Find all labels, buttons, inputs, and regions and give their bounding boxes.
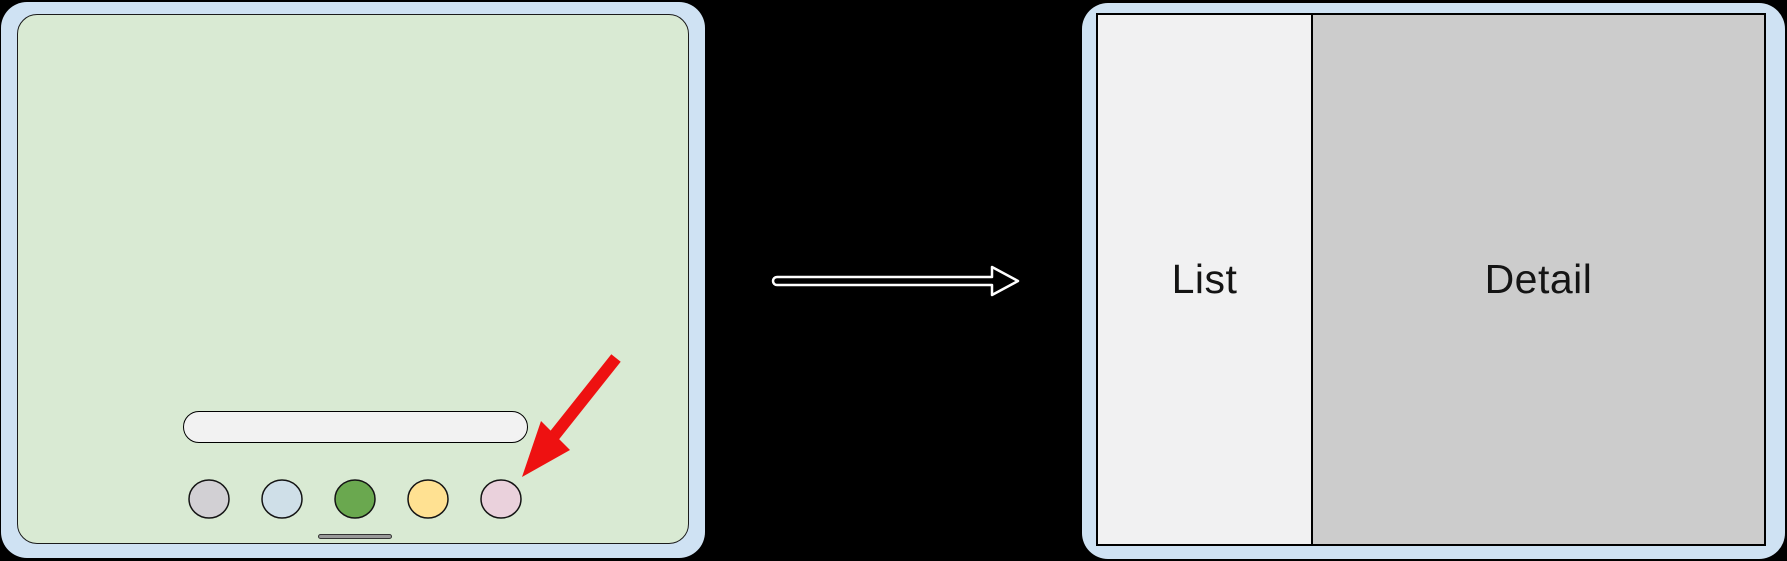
compact-device-frame	[1, 2, 705, 558]
list-pane-label: List	[1171, 256, 1238, 302]
transition-arrow-icon	[771, 265, 1020, 297]
detail-pane-label: Detail	[1484, 256, 1593, 302]
detail-pane: Detail	[1313, 15, 1764, 544]
app-icon-pink[interactable]	[480, 479, 522, 519]
dock	[188, 479, 522, 519]
compact-home-screen	[17, 14, 689, 544]
app-icon-yellow[interactable]	[407, 479, 449, 519]
home-indicator[interactable]	[318, 534, 392, 539]
list-pane: List	[1098, 15, 1313, 544]
expanded-device-frame: List Detail	[1082, 3, 1785, 559]
expanded-screen: List Detail	[1096, 13, 1766, 546]
app-icon-blue[interactable]	[261, 479, 303, 519]
app-icon-gray[interactable]	[188, 479, 230, 519]
search-bar[interactable]	[183, 411, 528, 443]
app-icon-green[interactable]	[334, 479, 376, 519]
